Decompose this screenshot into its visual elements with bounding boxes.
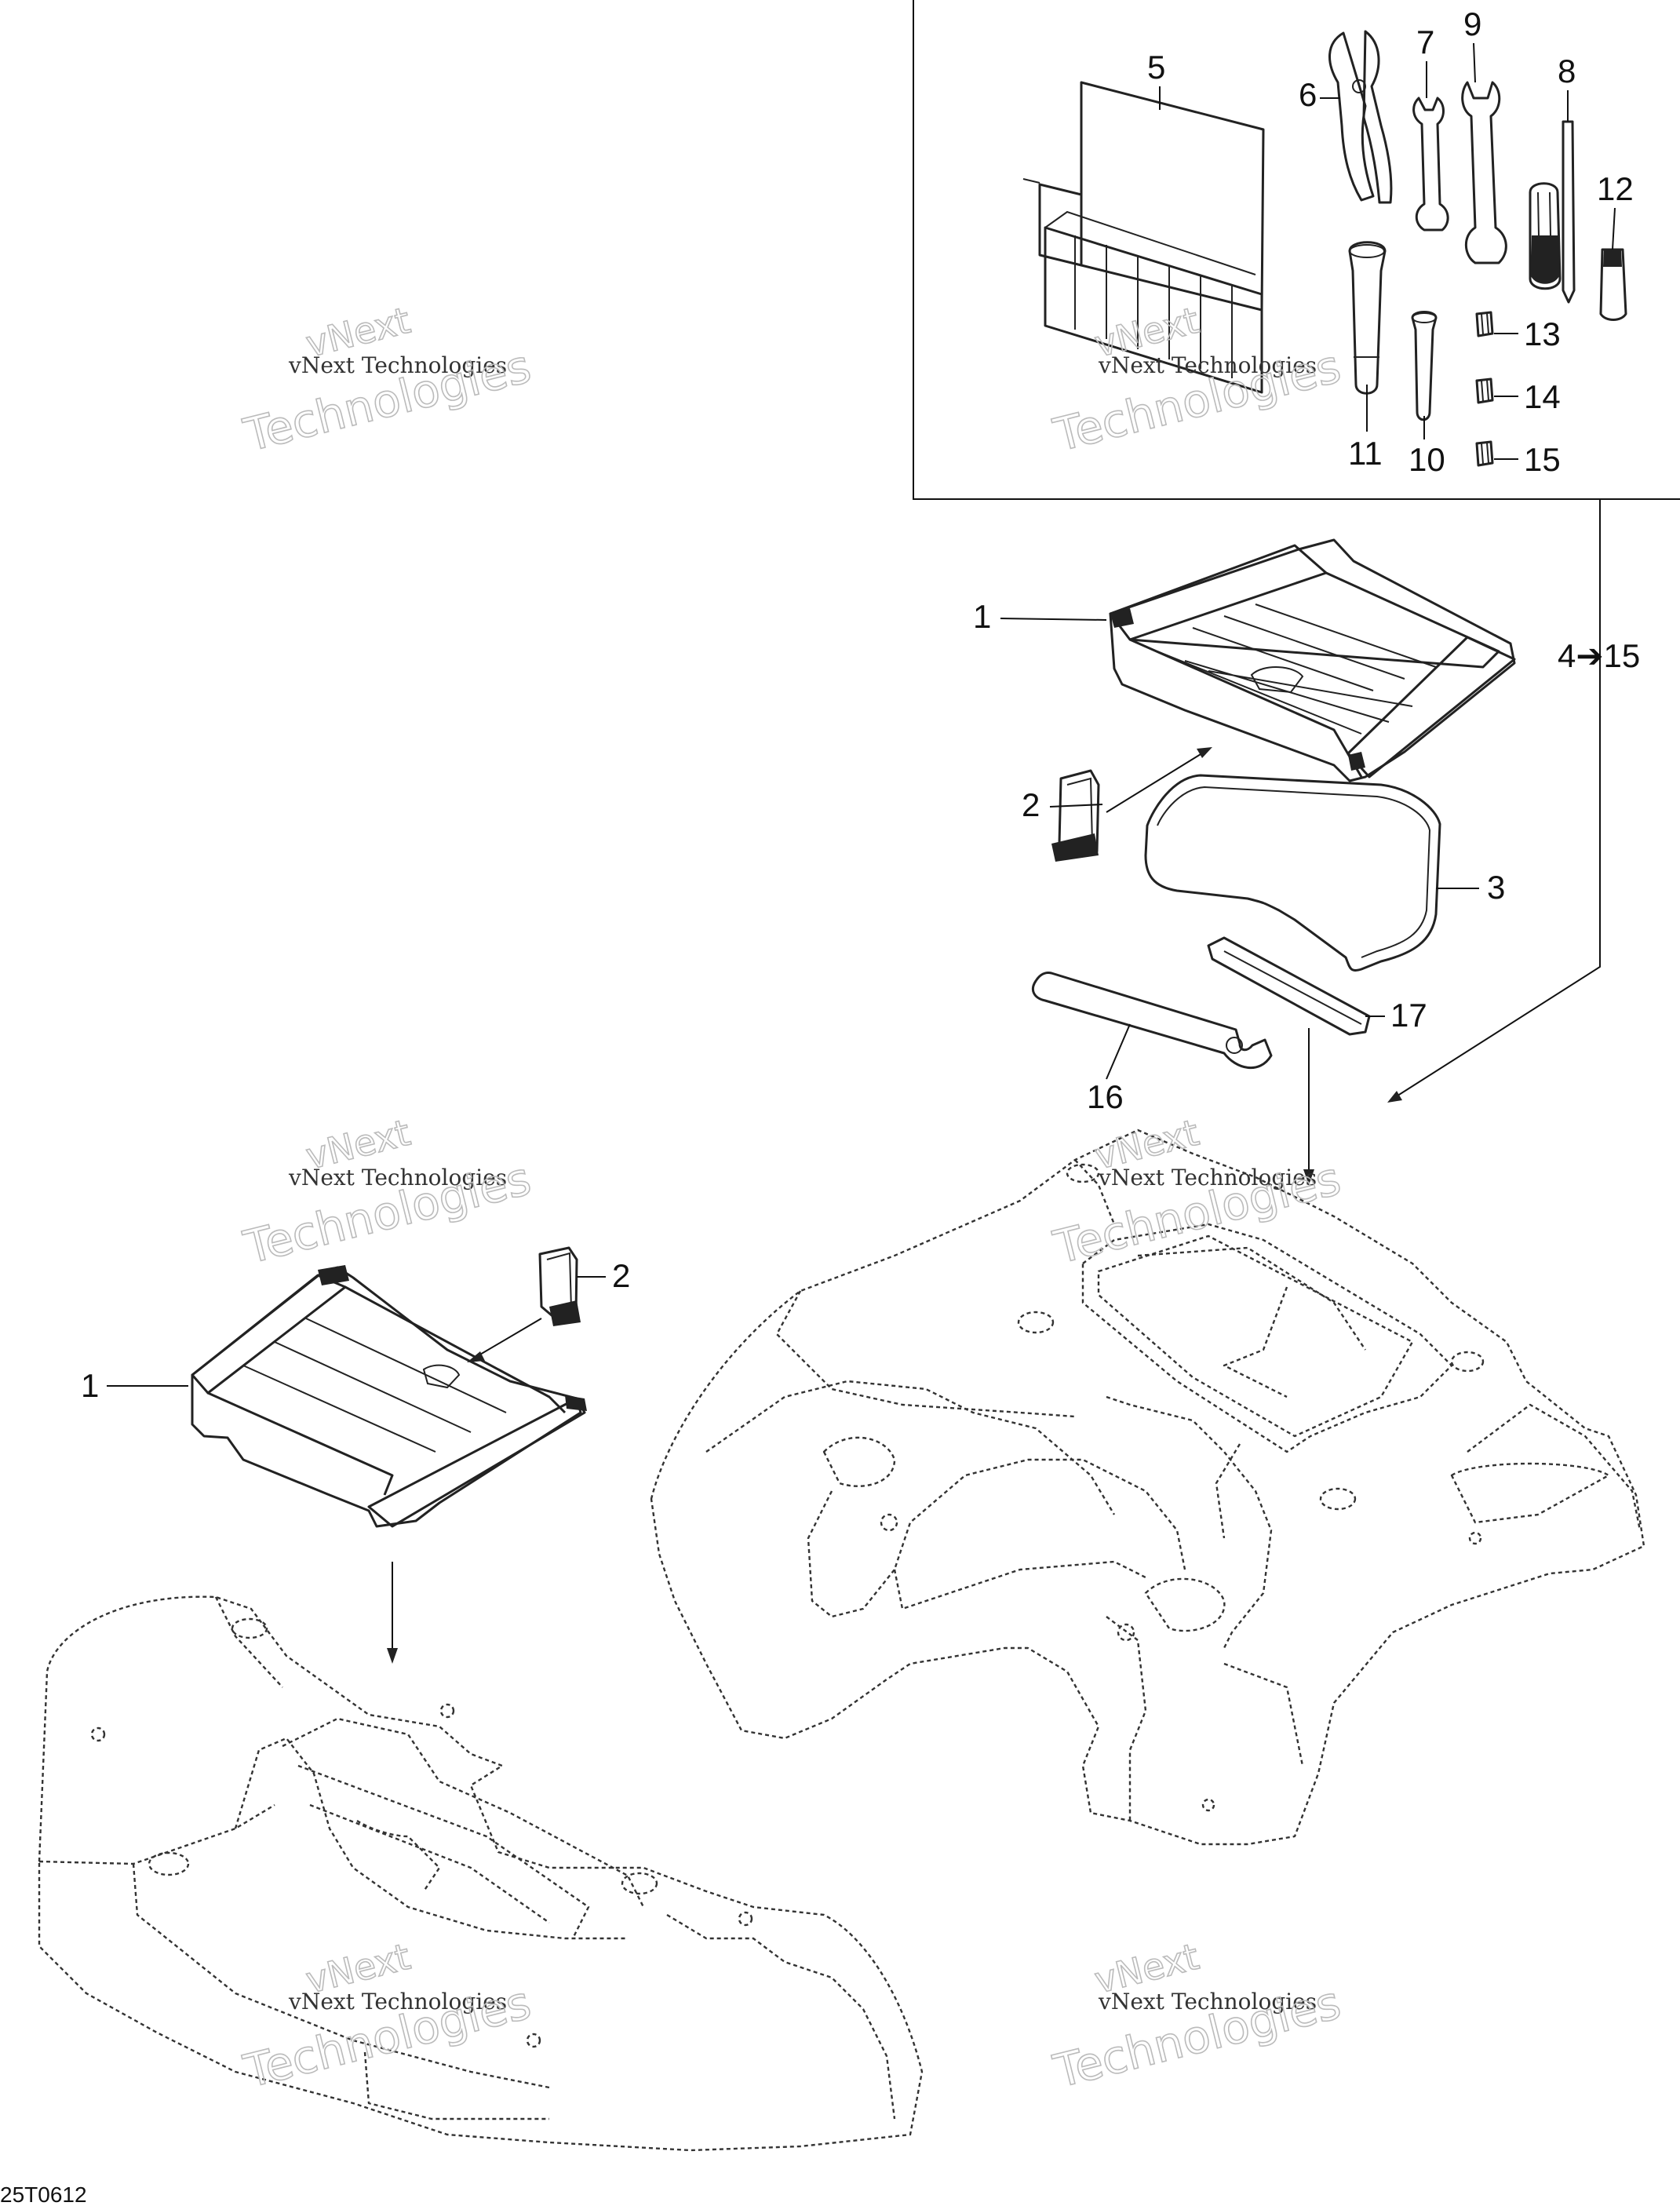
leader-lines	[107, 42, 1616, 1664]
watermark-text: vNext Technologies	[288, 1165, 507, 1191]
seal-gasket	[1144, 774, 1441, 972]
screwdriver-blade	[1562, 120, 1576, 304]
screwdriver-handle	[1529, 182, 1562, 290]
front-fender	[38, 1595, 924, 2152]
callout-1-bottom: 1	[81, 1367, 99, 1404]
spanner-wrench	[1032, 972, 1273, 1070]
rack-bottom	[191, 1265, 587, 1528]
latch-top	[1051, 769, 1100, 862]
callout-17: 17	[1390, 997, 1427, 1034]
watermark-text: vNext Technologies	[1098, 352, 1317, 378]
callout-4-15: 4➔15	[1558, 637, 1640, 674]
watermark-5: vNext vNext Technologies Technologies	[238, 1934, 537, 2099]
tube-socket-wrench-small	[1411, 311, 1438, 421]
watermark-1: vNext vNext Technologies Technologies	[238, 298, 537, 463]
tool-pouch	[1022, 81, 1265, 394]
callout-15: 15	[1524, 441, 1561, 478]
callout-13: 13	[1524, 315, 1561, 352]
bit-15	[1475, 440, 1494, 467]
watermark-text: vNext Technologies	[1098, 1165, 1317, 1191]
watermark-2: vNext vNext Technologies Technologies	[1048, 298, 1347, 463]
bit-14	[1475, 377, 1494, 404]
watermark-text: vNext Technologies	[1098, 1989, 1317, 2015]
callout-2-bottom: 2	[612, 1257, 630, 1294]
callout-labels: 1 2 3 4➔15 5 6 7 8 9 10 11 12 13 14 15 1…	[0, 5, 1640, 2206]
pliers	[1328, 30, 1393, 204]
bit-13	[1475, 311, 1494, 337]
callout-2-top: 2	[1022, 786, 1040, 823]
rack-top	[1109, 538, 1516, 782]
callout-6: 6	[1299, 76, 1317, 113]
callout-5: 5	[1147, 49, 1165, 86]
open-wrench-small	[1412, 97, 1449, 232]
callout-8: 8	[1558, 53, 1576, 89]
tube-socket-wrench-large	[1348, 241, 1387, 395]
watermark-6: vNext vNext Technologies Technologies	[1048, 1934, 1347, 2099]
callout-14: 14	[1524, 378, 1561, 415]
latch-bottom	[538, 1246, 581, 1326]
callout-12: 12	[1597, 170, 1634, 207]
callout-7: 7	[1416, 24, 1434, 60]
open-wrench-large	[1461, 81, 1507, 264]
tool-kit-box	[913, 0, 1680, 500]
watermark-3: vNext vNext Technologies Technologies	[238, 1110, 537, 1275]
bracket	[1207, 936, 1371, 1036]
bit-holder	[1599, 248, 1627, 321]
watermark-text: vNext Technologies	[288, 352, 507, 378]
callout-1-top: 1	[973, 598, 991, 635]
callout-10: 10	[1409, 441, 1445, 478]
watermark-text: vNext Technologies	[288, 1989, 507, 2015]
rear-fender	[650, 1129, 1645, 1846]
callout-3: 3	[1487, 869, 1505, 906]
callout-16: 16	[1087, 1078, 1124, 1115]
watermark-4: vNext vNext Technologies Technologies	[1048, 1110, 1347, 1275]
callout-9: 9	[1463, 5, 1481, 42]
callout-11: 11	[1348, 435, 1383, 472]
drawing-code: 25T0612	[0, 2182, 87, 2206]
